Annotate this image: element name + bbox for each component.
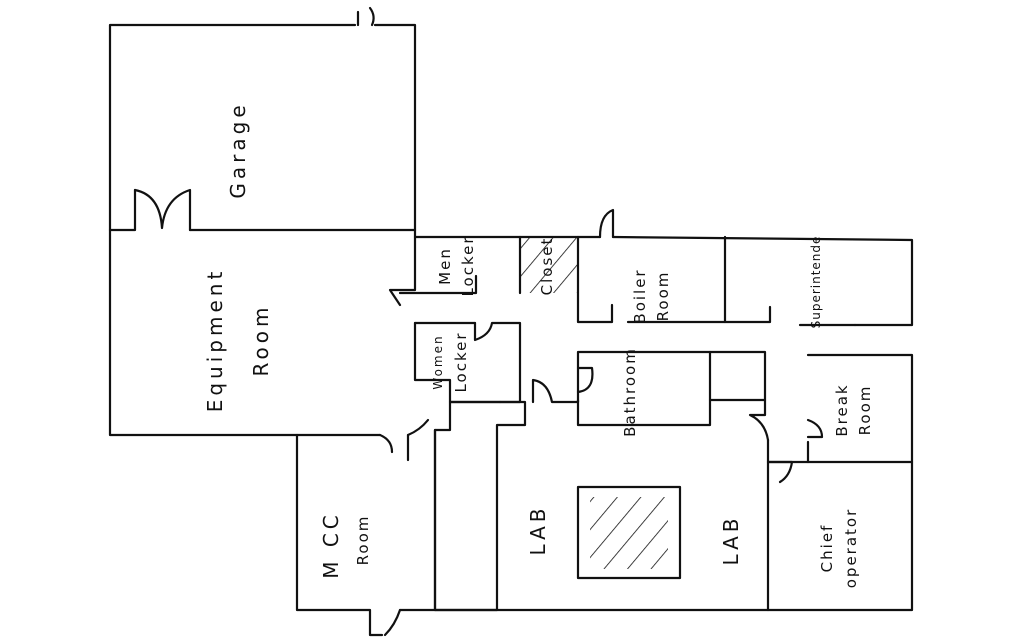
label-men-1: Men <box>436 247 454 285</box>
label-superintendent: Superintende <box>809 236 823 329</box>
equipment-room-walls <box>108 228 430 462</box>
label-women-1: Women <box>431 334 445 389</box>
garage-walls <box>108 6 417 232</box>
label-mcc-2: Room <box>354 515 372 566</box>
label-boiler-2: Room <box>654 271 672 322</box>
label-boiler-1: Boiler <box>631 268 649 323</box>
label-chief-2: operator <box>842 508 860 589</box>
label-women-2: Locker <box>452 331 470 392</box>
closet-hatch <box>520 237 578 293</box>
label-lab-right: LAB <box>719 514 743 565</box>
label-break-2: Room <box>856 385 874 436</box>
label-mcc-1: M CC <box>319 511 343 579</box>
label-equipment-1: Equipment <box>203 268 227 413</box>
label-break-1: Break <box>833 383 851 436</box>
top-row-walls <box>398 208 914 327</box>
lower-walls <box>295 400 914 637</box>
label-men-2: Locker <box>459 235 477 296</box>
lab-hatch-strip <box>433 400 527 612</box>
label-equipment-2: Room <box>249 304 273 377</box>
label-bathroom: Bathroom <box>621 347 639 437</box>
label-garage: Garage <box>226 101 250 198</box>
label-closet: Closet <box>538 237 556 296</box>
label-lab-left: LAB <box>526 504 550 555</box>
label-chief-1: Chief <box>818 524 836 573</box>
lab-center-hatch <box>590 497 668 569</box>
